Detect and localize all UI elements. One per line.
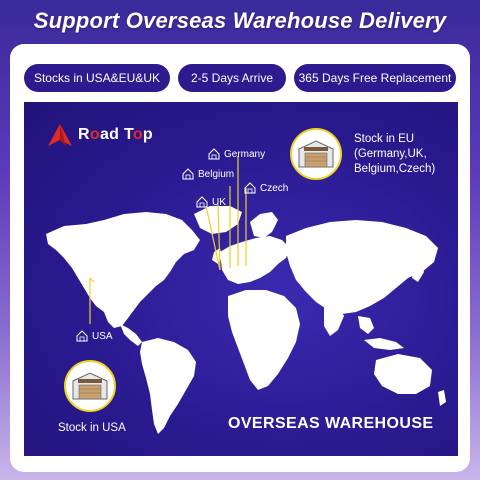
pill-stocks: Stocks in USA&EU&UK bbox=[24, 64, 170, 92]
usa-stock-text: Stock in USA bbox=[58, 422, 126, 434]
marker-usa: USA bbox=[76, 330, 113, 342]
eu-warehouse-badge bbox=[290, 128, 342, 180]
pill-delivery-time: 2-5 Days Arrive bbox=[178, 64, 286, 92]
overseas-warehouse-title: OVERSEAS WAREHOUSE bbox=[228, 415, 434, 432]
marker-belgium: Belgium bbox=[182, 168, 234, 180]
usa-warehouse-badge bbox=[64, 360, 116, 412]
marker-uk: UK bbox=[196, 196, 226, 208]
headline: Support Overseas Warehouse Delivery bbox=[33, 8, 447, 33]
map-panel: Road Top Germany Belgium Czech UK USA St… bbox=[24, 102, 458, 456]
warehouse-icon bbox=[72, 372, 108, 400]
house-icon bbox=[196, 196, 208, 208]
house-icon bbox=[208, 148, 220, 160]
eu-stock-text: Stock in EU (Germany,UK, Belgium,Czech) bbox=[354, 133, 436, 175]
house-icon bbox=[244, 182, 256, 194]
pill-replacement: 365 Days Free Replacement bbox=[294, 64, 456, 92]
marker-germany: Germany bbox=[208, 148, 265, 160]
marker-czech: Czech bbox=[244, 182, 288, 194]
brand-name: Road Top bbox=[78, 126, 153, 143]
house-icon bbox=[182, 168, 194, 180]
world-map bbox=[46, 156, 446, 434]
warehouse-icon bbox=[298, 140, 334, 168]
house-icon bbox=[76, 330, 88, 342]
brand-logo: Road Top bbox=[48, 124, 153, 146]
arrow-logo-icon bbox=[48, 124, 72, 146]
